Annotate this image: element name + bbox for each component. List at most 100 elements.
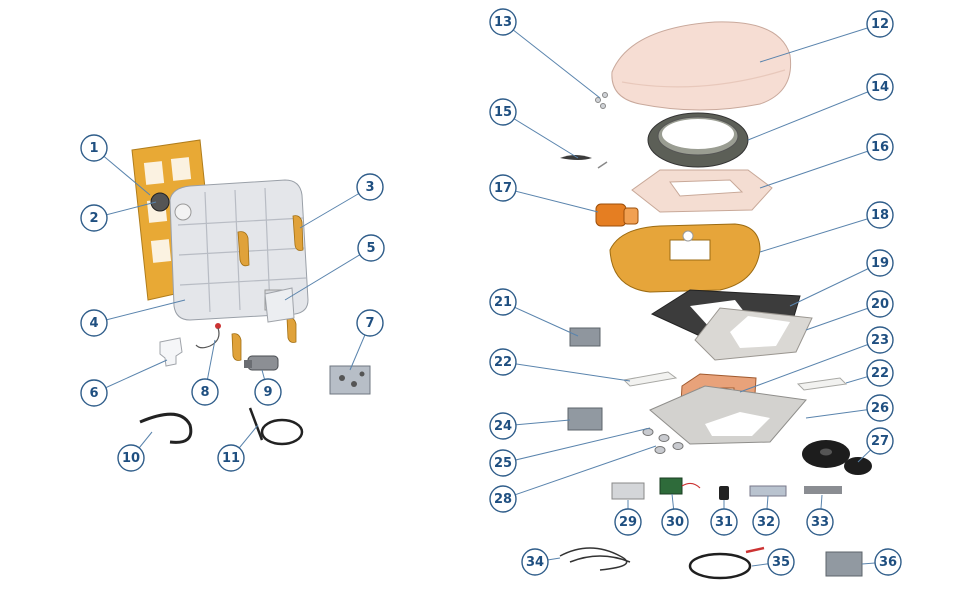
callout-number: 29 (619, 515, 637, 530)
callout-12: 12 (866, 10, 894, 38)
callout-7: 7 (356, 309, 384, 337)
part-20-frame (694, 307, 813, 361)
callout-number: 32 (757, 515, 775, 530)
callout-circle (356, 309, 384, 337)
callout-18: 18 (866, 201, 894, 229)
callout-circle (254, 378, 282, 406)
leader-line-19 (789, 262, 881, 307)
callout-number: 10 (122, 451, 140, 466)
callout-circle (191, 378, 219, 406)
callout-number: 23 (871, 333, 889, 348)
callout-3: 3 (356, 173, 384, 201)
callout-circle (489, 98, 517, 126)
callout-number: 12 (871, 17, 889, 32)
callout-number: 11 (222, 451, 240, 466)
part-17-motor (595, 203, 639, 227)
callout-circle (866, 133, 894, 161)
part-16-plate (631, 169, 773, 213)
leader-line-22 (502, 361, 631, 382)
callout-circle (767, 548, 795, 576)
callout-number: 7 (365, 316, 374, 331)
part-15-seal (560, 155, 608, 169)
callout-6: 6 (80, 379, 108, 407)
part-33-cable (804, 486, 842, 494)
callout-number: 33 (811, 515, 829, 530)
callout-8: 8 (191, 378, 219, 406)
callout-circle (661, 508, 689, 536)
leader-line-23 (739, 339, 881, 393)
callout-number: 21 (494, 295, 512, 310)
part-36-bag (825, 551, 863, 577)
leader-line-28 (502, 445, 657, 500)
callout-4: 4 (80, 309, 108, 337)
callout-number: 27 (871, 434, 889, 449)
callout-number: 9 (263, 385, 272, 400)
callout-circle (489, 348, 517, 376)
part-35-cable (688, 546, 765, 580)
callout-circle (80, 134, 108, 162)
callout-number: 6 (89, 386, 98, 401)
leader-line-5 (284, 247, 372, 301)
leader-line-15 (502, 111, 579, 159)
leader-line-14 (747, 86, 881, 141)
callout-circle (489, 412, 517, 440)
callout-31: 31 (710, 508, 738, 536)
callout-circle (866, 10, 894, 38)
callout-11: 11 (217, 444, 245, 472)
part-24-bag (567, 407, 603, 431)
leader-line-17 (502, 187, 599, 213)
callout-number: 24 (494, 419, 512, 434)
callout-number: 36 (879, 555, 897, 570)
callout-2: 2 (80, 204, 108, 232)
callout-29: 29 (614, 508, 642, 536)
callout-9: 9 (254, 378, 282, 406)
callout-circle (866, 249, 894, 277)
callout-19: 19 (866, 249, 894, 277)
callout-circle (489, 174, 517, 202)
bracket-clips (231, 215, 304, 361)
callout-33: 33 (806, 508, 834, 536)
part-28-discs (802, 440, 872, 475)
callout-number: 13 (494, 15, 512, 30)
callout-number: 22 (871, 366, 889, 381)
callout-15: 15 (489, 98, 517, 126)
callout-number: 20 (871, 297, 889, 312)
callout-circle (80, 379, 108, 407)
callout-number: 8 (200, 385, 209, 400)
callout-circle (866, 73, 894, 101)
callout-circle (752, 508, 780, 536)
callout-number: 35 (772, 555, 790, 570)
callout-circle (866, 427, 894, 455)
callout-14: 14 (866, 73, 894, 101)
callout-34: 34 (521, 548, 549, 576)
callout-circle (521, 548, 549, 576)
callout-1: 1 (80, 134, 108, 162)
callout-number: 15 (494, 105, 512, 120)
callout-circle (489, 8, 517, 36)
callout-circle (356, 173, 384, 201)
part-9-connector (244, 355, 279, 371)
callout-27: 27 (866, 427, 894, 455)
callout-number: 3 (365, 180, 374, 195)
callout-24: 24 (489, 412, 517, 440)
callout-circle (866, 394, 894, 422)
part-29-board (611, 482, 645, 500)
callout-number: 34 (526, 555, 544, 570)
leader-line-21 (502, 301, 579, 337)
callout-circle (806, 508, 834, 536)
callout-number: 30 (666, 515, 684, 530)
part-22-strips (622, 371, 848, 391)
part-12-cover (611, 21, 792, 111)
callout-circle (866, 201, 894, 229)
callout-30: 30 (661, 508, 689, 536)
callout-23: 23 (866, 326, 894, 354)
part-21-bag (569, 327, 601, 347)
callout-circle (874, 548, 902, 576)
callout-circle (710, 508, 738, 536)
callout-number: 18 (871, 208, 889, 223)
callout-28: 28 (489, 485, 517, 513)
callout-circle (489, 485, 517, 513)
callout-36: 36 (874, 548, 902, 576)
callout-number: 4 (89, 316, 98, 331)
